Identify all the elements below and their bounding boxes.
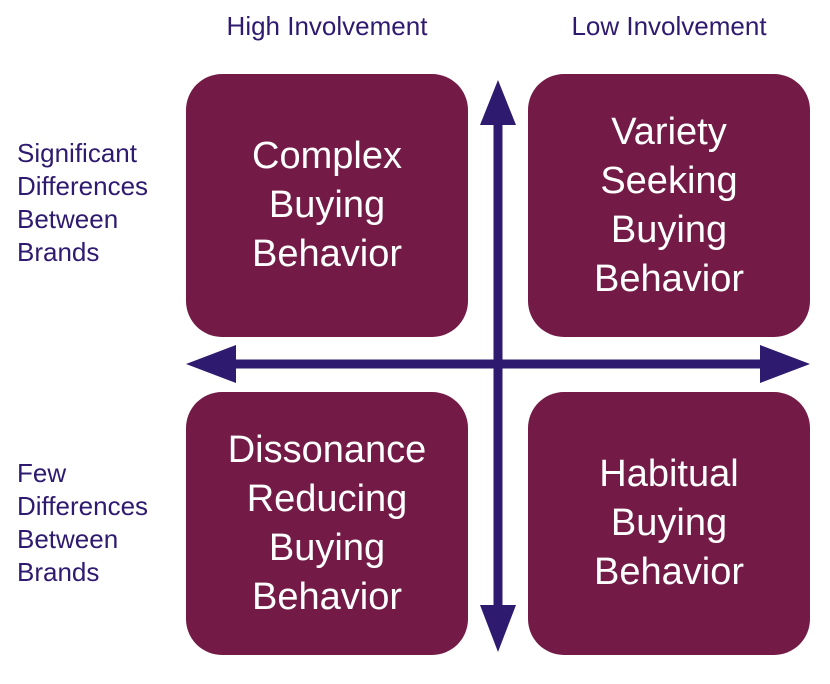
quadrant-habitual-buying: Habitual Buying Behavior xyxy=(528,392,810,655)
column-header-high-involvement: High Involvement xyxy=(226,11,428,41)
arrow-right-icon xyxy=(760,345,810,383)
quadrant-complex-buying: Complex Buying Behavior xyxy=(186,74,468,337)
row-label-few-differences: Few Differences Between Brands xyxy=(17,458,149,587)
arrow-left-icon xyxy=(186,345,236,383)
arrow-down-icon xyxy=(480,605,516,652)
quadrant-dissonance-reducing: Dissonance Reducing Buying Behavior xyxy=(186,392,468,655)
row-label-significant-differences: Significant Differences Between Brands xyxy=(17,138,149,267)
arrow-up-icon xyxy=(480,80,516,125)
quadrant-dissonance-label: Dissonance Reducing Buying Behavior xyxy=(227,428,427,618)
column-header-low-involvement: Low Involvement xyxy=(571,11,767,41)
quadrant-variety-seeking: Variety Seeking Buying Behavior xyxy=(528,74,810,337)
quadrant-variety-label: Variety Seeking Buying Behavior xyxy=(594,110,744,300)
quadrant-habitual-label: Habitual Buying Behavior xyxy=(594,453,744,593)
quadrant-complex-label: Complex Buying Behavior xyxy=(252,135,402,275)
